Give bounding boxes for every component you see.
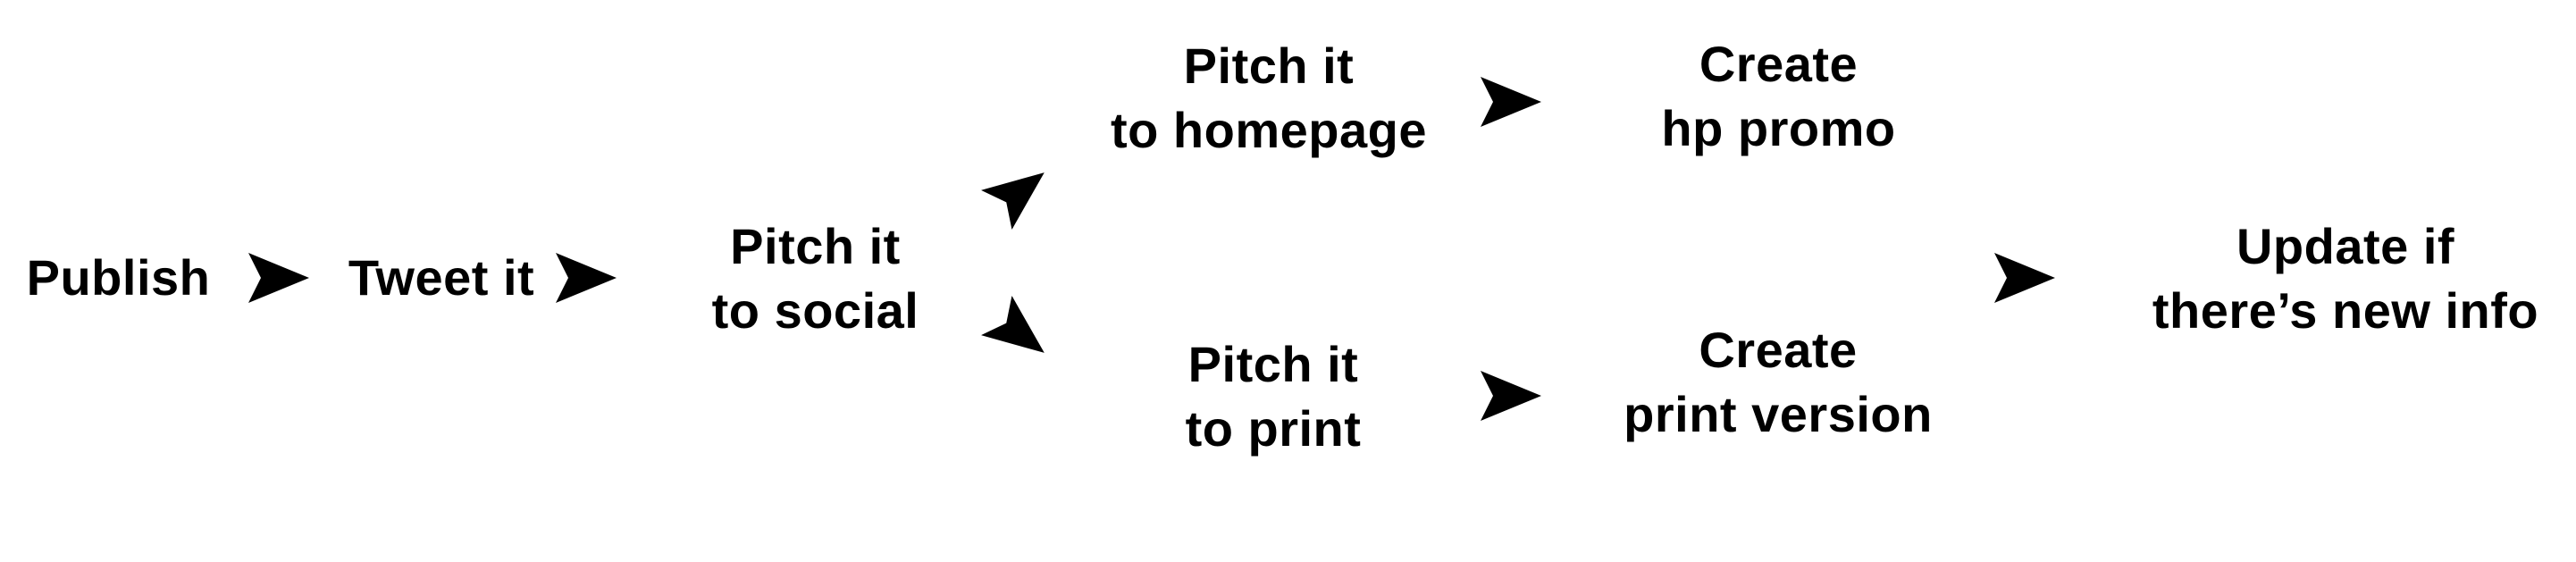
node-create-hp-promo-line1: Create	[1699, 36, 1859, 92]
arrowhead-icon	[1481, 77, 1541, 127]
node-update: Update if there’s new info	[2131, 214, 2560, 343]
node-create-hp-promo-line2: hp promo	[1661, 100, 1896, 156]
node-publish: Publish	[18, 246, 219, 310]
arrowhead-icon	[980, 296, 1060, 373]
node-pitch-homepage-line2: to homepage	[1111, 102, 1427, 158]
node-update-line1: Update if	[2236, 218, 2455, 274]
node-pitch-social-line2: to social	[711, 282, 919, 339]
node-pitch-social: Pitch it to social	[688, 214, 943, 343]
node-update-line2: there’s new info	[2152, 282, 2539, 339]
node-pitch-print-line2: to print	[1185, 400, 1362, 457]
arrowhead-icon	[556, 253, 617, 303]
node-create-print-version-line1: Create	[1699, 322, 1858, 378]
node-pitch-homepage: Pitch it to homepage	[1090, 34, 1447, 163]
node-create-print-version-line2: print version	[1624, 386, 1933, 442]
node-create-print-version: Create print version	[1604, 318, 1952, 447]
node-create-hp-promo: Create hp promo	[1624, 32, 1933, 161]
arrowhead-icon	[248, 253, 309, 303]
node-tweet: Tweet it	[338, 246, 545, 310]
node-pitch-social-line1: Pitch it	[730, 218, 901, 274]
node-tweet-label: Tweet it	[348, 249, 535, 306]
arrowhead-icon	[980, 153, 1060, 230]
arrowhead-icon	[1994, 253, 2055, 303]
node-pitch-print-line1: Pitch it	[1187, 336, 1359, 392]
node-pitch-homepage-line1: Pitch it	[1183, 38, 1355, 94]
arrowhead-icon	[1481, 371, 1541, 421]
node-publish-label: Publish	[26, 249, 211, 306]
node-pitch-print: Pitch it to print	[1121, 332, 1425, 461]
